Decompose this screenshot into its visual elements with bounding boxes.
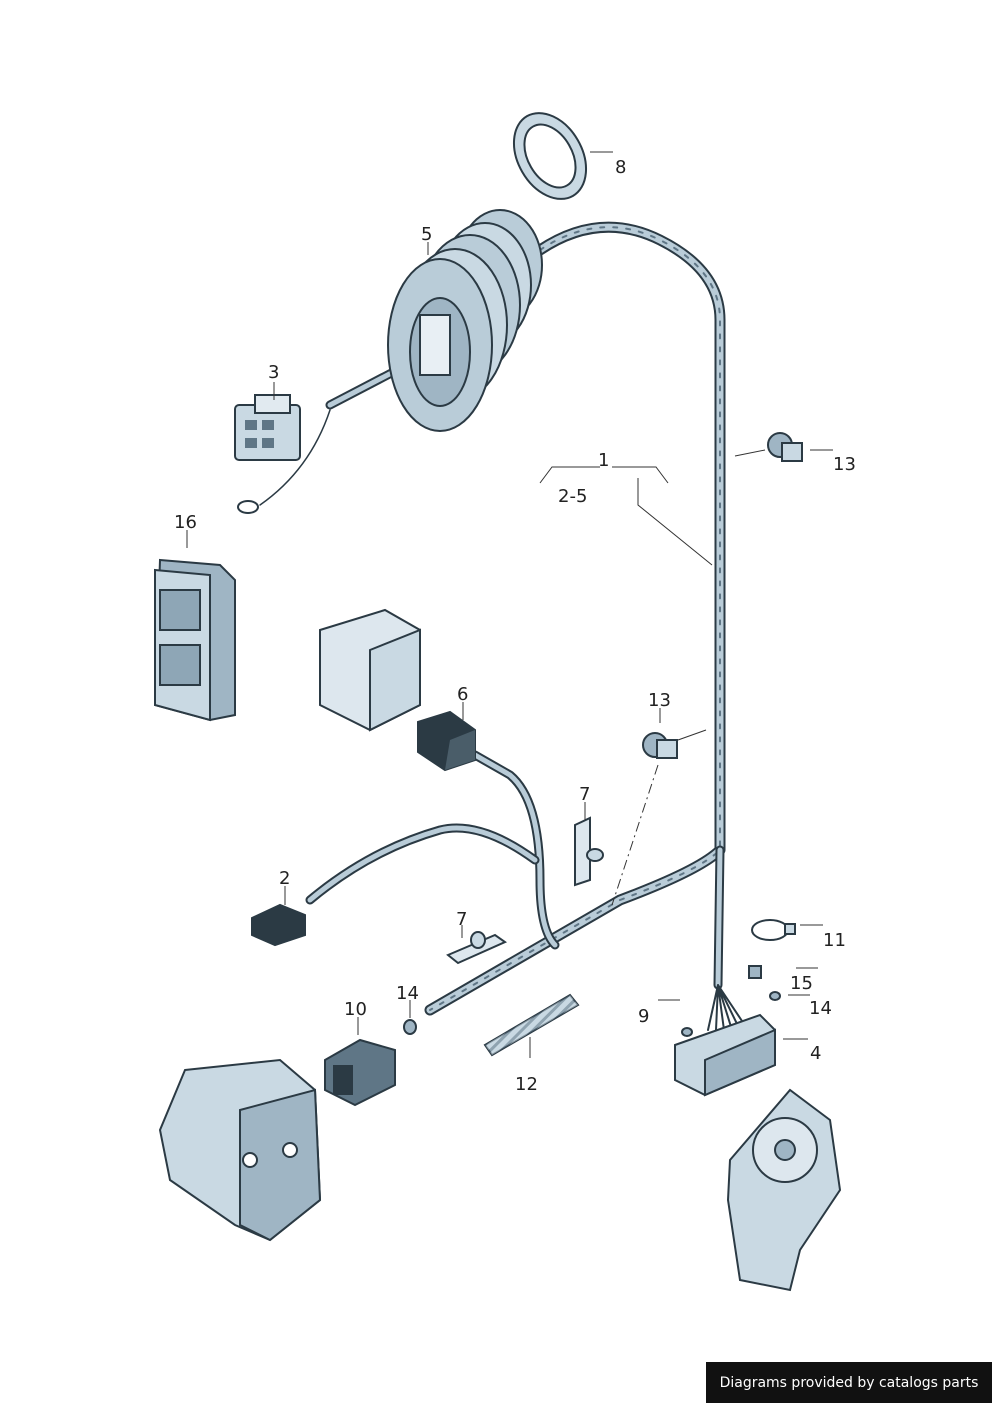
part-9-cap — [681, 1027, 693, 1037]
part-2-connector — [251, 903, 306, 947]
part-8-ring — [512, 112, 588, 200]
window-motor — [726, 1088, 842, 1292]
callout-1: 1 — [598, 450, 609, 471]
callout-9: 9 — [638, 1006, 649, 1027]
blank-housing — [319, 608, 421, 732]
callout-5: 5 — [421, 224, 432, 245]
callout-7-upper: 7 — [579, 784, 590, 805]
part-7-clip-lower — [446, 931, 508, 965]
main-harness — [259, 221, 749, 1031]
callout-labels: 8 5 3 1 2-5 13 16 6 13 7 2 7 11 15 14 14… — [174, 157, 856, 1095]
part-16-housing — [153, 558, 236, 722]
callout-8: 8 — [615, 157, 626, 178]
callout-7-lower: 7 — [456, 909, 467, 930]
part-13-clip-upper — [767, 432, 803, 462]
part-7-clip-upper — [574, 816, 604, 887]
callout-14-right: 14 — [809, 998, 832, 1019]
part-3-connector — [234, 394, 301, 514]
part-15-cap — [748, 965, 762, 979]
part-12-tube — [483, 993, 580, 1057]
callout-2: 2 — [279, 868, 290, 889]
callout-4: 4 — [810, 1043, 821, 1064]
callout-14-left: 14 — [396, 983, 419, 1004]
callout-13-upper: 13 — [833, 454, 856, 475]
callout-13-lower: 13 — [648, 690, 671, 711]
callout-12: 12 — [515, 1074, 538, 1095]
part-10-connector — [324, 1038, 396, 1107]
callout-2-5: 2-5 — [558, 486, 587, 507]
callout-10: 10 — [344, 999, 367, 1020]
part-4-connector — [674, 1013, 776, 1097]
part-13-clip-lower — [642, 732, 678, 759]
credit-banner: Diagrams provided by catalogs parts — [706, 1362, 992, 1403]
part-6-connector — [417, 710, 476, 772]
callout-16: 16 — [174, 512, 197, 533]
callout-6: 6 — [457, 684, 468, 705]
door-lock-unit — [158, 1058, 322, 1242]
callout-15: 15 — [790, 973, 813, 994]
part-5-grommet — [387, 209, 543, 432]
part-11-cable-tie — [751, 919, 796, 941]
callout-11: 11 — [823, 930, 846, 951]
leader-lines — [186, 151, 833, 1058]
part-14-cap-right — [769, 991, 781, 1001]
part-14-cap-left — [403, 1019, 417, 1035]
callout-3: 3 — [268, 362, 279, 383]
